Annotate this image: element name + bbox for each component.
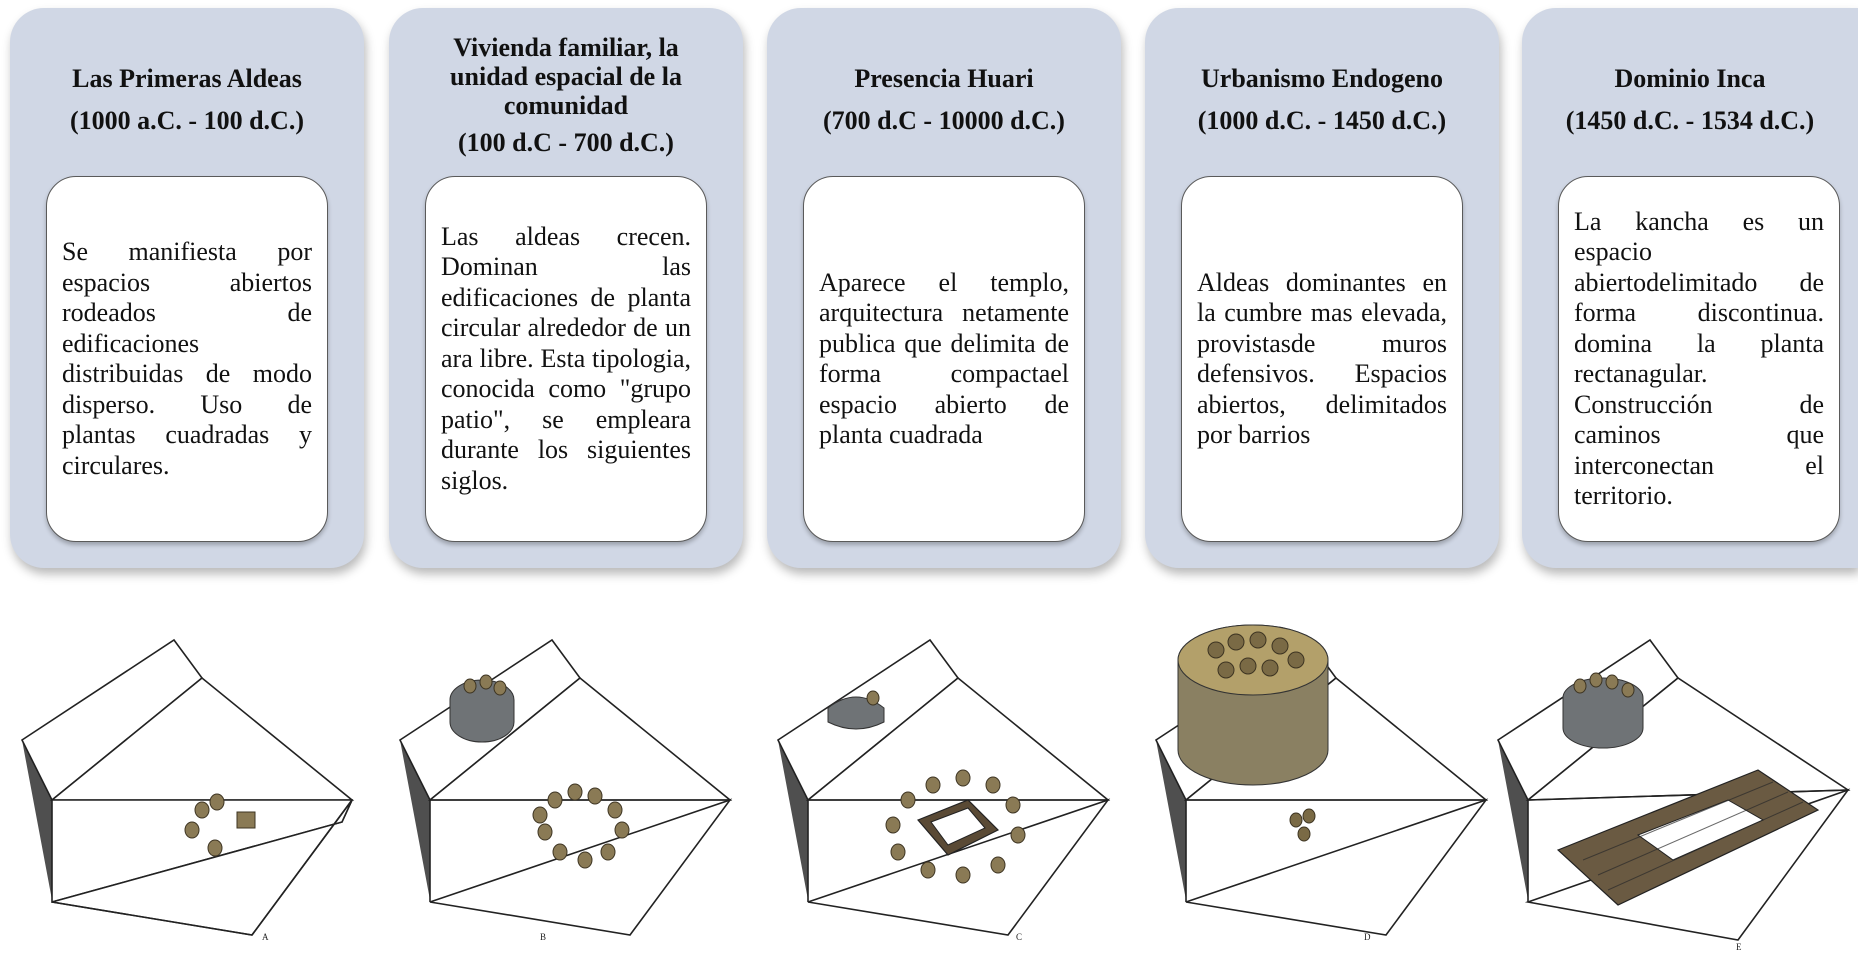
illustration-label: A — [262, 932, 269, 942]
period-dates: (1000 a.C. - 100 d.C.) — [70, 106, 304, 135]
period-description: Aparece el templo, arquitectura netament… — [819, 267, 1069, 450]
period-dates: (100 d.C - 700 d.C.) — [458, 128, 674, 157]
period-description-box: Aparece el templo, arquitectura netament… — [803, 176, 1085, 542]
period-description: Aldeas dominantes en la cumbre mas eleva… — [1197, 267, 1447, 450]
illustration-e: E — [1488, 620, 1858, 960]
settlement-illustration-c: C — [776, 638, 1111, 942]
period-card-1: Las Primeras Aldeas (1000 a.C. - 100 d.C… — [10, 8, 364, 568]
illustration-label: C — [1016, 932, 1022, 942]
settlement-illustration-a: A — [20, 638, 355, 942]
period-card-5: Dominio Inca (1450 d.C. - 1534 d.C.) La … — [1522, 8, 1858, 568]
period-description-box: Aldeas dominantes en la cumbre mas eleva… — [1181, 176, 1463, 542]
period-header: Urbanismo Endogeno (1000 d.C. - 1450 d.C… — [1145, 30, 1499, 170]
period-header: Las Primeras Aldeas (1000 a.C. - 100 d.C… — [10, 30, 364, 170]
period-card-4: Urbanismo Endogeno (1000 d.C. - 1450 d.C… — [1145, 8, 1499, 568]
illustration-label: E — [1736, 942, 1742, 952]
settlement-illustration-b: B — [398, 638, 733, 942]
settlement-illustration-d: D — [1154, 624, 1489, 942]
period-title: Dominio Inca — [1614, 64, 1766, 93]
period-description-box: Se manifiesta por espacios abiertos rode… — [46, 176, 328, 542]
period-title: Urbanismo Endogeno — [1201, 64, 1443, 93]
period-description: Se manifiesta por espacios abiertos rode… — [62, 237, 312, 480]
period-header: Presencia Huari (700 d.C - 10000 d.C.) — [767, 30, 1121, 170]
illustration-a: A — [12, 620, 382, 960]
period-title: Presencia Huari — [854, 64, 1034, 93]
period-title: Las Primeras Aldeas — [72, 64, 302, 93]
period-header: Dominio Inca (1450 d.C. - 1534 d.C.) — [1522, 30, 1858, 170]
period-description: La kancha es un espacio abiertodelimitad… — [1574, 206, 1824, 511]
period-dates: (700 d.C - 10000 d.C.) — [823, 106, 1065, 135]
period-card-2: Vivienda familiar, la unidad espacial de… — [389, 8, 743, 568]
period-card-3: Presencia Huari (700 d.C - 10000 d.C.) A… — [767, 8, 1121, 568]
period-description-box: Las aldeas crecen. Dominan las edificaci… — [425, 176, 707, 542]
illustration-c: C — [768, 620, 1138, 960]
illustration-label: D — [1364, 932, 1371, 942]
illustration-d: D — [1146, 620, 1516, 960]
period-dates: (1000 d.C. - 1450 d.C.) — [1197, 106, 1447, 135]
period-header: Vivienda familiar, la unidad espacial de… — [389, 20, 743, 170]
period-title: Vivienda familiar, la unidad espacial de… — [450, 33, 682, 120]
period-description: Las aldeas crecen. Dominan las edificaci… — [441, 221, 691, 495]
illustration-b: B — [390, 620, 760, 960]
period-description-box: La kancha es un espacio abiertodelimitad… — [1558, 176, 1840, 542]
illustration-label: B — [540, 932, 546, 942]
settlement-illustration-e: E — [1496, 638, 1851, 952]
period-dates: (1450 d.C. - 1534 d.C.) — [1565, 106, 1815, 135]
